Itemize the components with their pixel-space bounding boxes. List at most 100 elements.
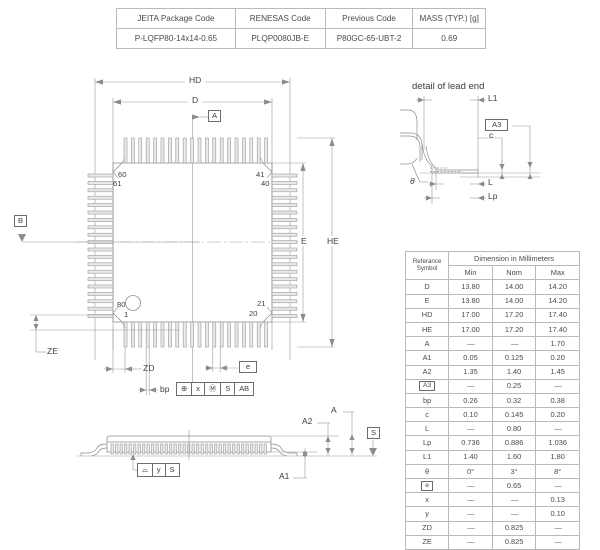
dim-nom: 0.825	[491, 520, 537, 536]
dim-nom: 1.40	[491, 364, 537, 380]
dim-min: 13.80	[448, 279, 493, 295]
dim-max: 17.40	[535, 307, 580, 323]
dim-symbol: HD	[404, 307, 450, 323]
dim-min: —	[448, 336, 493, 352]
leads-left	[87, 173, 114, 318]
dim-nom: 0.125	[491, 350, 537, 366]
dim-min: 0.10	[448, 407, 493, 423]
dim-min: —	[448, 378, 493, 394]
header-dimension-span: Dimension in Millimeters	[448, 250, 580, 267]
dim-symbol: A2	[404, 364, 450, 380]
label-c: c	[489, 130, 494, 140]
table-row-headers: JEITA Package Code RENESAS Code Previous…	[116, 8, 486, 29]
dim-max: 17.40	[535, 321, 580, 338]
dim-row-a3: A3 —0.25—	[404, 378, 580, 394]
dim-nom: 1.60	[491, 449, 537, 465]
mmc-modifier-icon: Ⓜ	[205, 383, 222, 395]
header-previous-code: Previous Code	[324, 8, 414, 29]
dim-max: 14.20	[535, 293, 580, 309]
dim-max: 0.13	[535, 492, 580, 508]
label-HE: HE	[324, 236, 342, 246]
table-row-values: P-LQFP80-14x14-0.65 PLQP0080JB-E P80GC-6…	[116, 28, 486, 49]
header-reference-symbol: Referance Symbol	[404, 250, 450, 281]
position-datum-ab: AB	[239, 384, 250, 394]
flatness-tolerance-frame: ⌓ y S	[137, 463, 180, 477]
dim-symbol: c	[404, 407, 450, 423]
dim-nom: —	[491, 336, 537, 352]
dim-symbol: A	[404, 336, 450, 352]
label-L: L	[488, 177, 493, 187]
dim-max: —	[535, 534, 580, 550]
label-A1: A1	[279, 471, 290, 481]
dim-nom: 0.886	[491, 435, 537, 451]
header-renesas-code: RENESAS Code	[234, 8, 326, 29]
pin-number-41: 41	[256, 170, 265, 179]
label-e-boxed: e	[239, 361, 258, 374]
leads-bottom	[123, 321, 268, 348]
label-bp: bp	[160, 384, 170, 394]
label-D: D	[188, 95, 203, 105]
label-ZE: ZE	[47, 346, 58, 356]
dim-row-zd: ZD—0.825—	[404, 520, 580, 536]
dim-min: 13.80	[448, 293, 493, 309]
dim-table-header-row-1: Referance Symbol Dimension in Millimeter…	[404, 250, 580, 281]
label-theta: θ	[410, 176, 415, 186]
dim-nom: 0.25	[491, 378, 537, 394]
detail-view-title: detail of lead end	[412, 81, 485, 92]
dim-nom: 0.65	[491, 477, 537, 494]
label-L1: L1	[488, 93, 498, 103]
flatness-symbol-icon: ⌓	[138, 464, 153, 476]
dim-max: 0.20	[535, 407, 580, 423]
dim-max: 0.38	[535, 392, 580, 409]
dim-nom: 0.32	[491, 392, 537, 409]
pin-number-40: 40	[261, 179, 270, 188]
dim-max: —	[535, 477, 580, 494]
datum-feature-S: S	[367, 427, 381, 440]
dim-symbol: x	[404, 492, 450, 508]
dim-symbol: e	[404, 477, 450, 494]
pin-number-1: 1	[124, 310, 129, 319]
dim-symbol: HE	[404, 321, 450, 338]
position-datum-s: S	[221, 383, 236, 395]
dim-max: —	[535, 378, 580, 394]
header-jeita-package-code: JEITA Package Code	[116, 8, 236, 29]
label-E: E	[298, 236, 310, 246]
dim-nom: —	[491, 492, 537, 508]
dim-symbol: A3	[404, 378, 450, 394]
position-tolerance-frame: ⊕ x Ⓜ S AB	[176, 382, 255, 396]
dim-nom: 17.20	[491, 307, 537, 323]
dim-min: 1.40	[448, 449, 493, 465]
package-code-table: JEITA Package Code RENESAS Code Previous…	[116, 8, 486, 49]
flatness-datum-s: S	[169, 465, 175, 475]
dim-max: 8°	[535, 463, 580, 480]
dim-nom: 0.825	[491, 534, 537, 550]
label-HD: HD	[185, 75, 206, 85]
dim-max: 0.20	[535, 350, 580, 366]
dim-min: —	[448, 421, 493, 437]
dim-max: 1.80	[535, 449, 580, 465]
header-ref-line2: Symbol	[416, 264, 438, 272]
dim-symbol: Lp	[404, 435, 450, 451]
side-view-drawing: A1 A2 A S ⌓ y S	[55, 405, 400, 508]
top-view-drawing: HD D E HE A B 60 61 41 40 80 1 21 20 ZE …	[0, 60, 400, 405]
boxed-symbol: A3	[418, 381, 436, 392]
pin-number-20: 20	[249, 309, 258, 318]
dim-max: —	[535, 520, 580, 536]
header-mass: MASS (TYP.) [g]	[412, 8, 486, 29]
dim-max: 1.45	[535, 364, 580, 380]
datum-feature-B: B	[14, 215, 28, 228]
dimension-table: Referance Symbol Dimension in Millimeter…	[404, 250, 580, 550]
dim-symbol: A1	[404, 350, 450, 366]
dim-symbol: ZD	[404, 520, 450, 536]
pin-number-80: 80	[117, 300, 126, 309]
label-ZD: ZD	[143, 363, 155, 373]
dim-min: —	[448, 520, 493, 536]
dim-max: —	[535, 421, 580, 437]
dim-min: 0.26	[448, 392, 493, 409]
